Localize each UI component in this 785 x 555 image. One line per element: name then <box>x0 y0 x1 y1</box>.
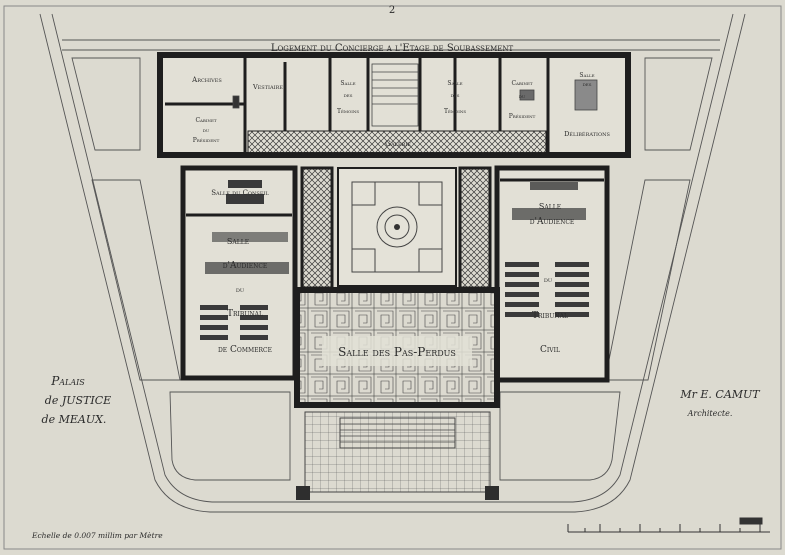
temoins-right-line3: Témoins <box>444 108 466 115</box>
room-vestiaire: Vestiaire <box>252 83 283 91</box>
galerie-floor <box>247 130 547 154</box>
temoins-left-line2: des <box>344 92 353 99</box>
pas-perdus-hall <box>294 287 500 408</box>
temoins-right-line1: Salle <box>447 80 462 87</box>
audience-commerce-line5: de Commerce <box>218 345 272 355</box>
deliberations-line3: Délibérations <box>564 130 610 138</box>
benches-right <box>505 182 589 317</box>
audience-civil-line4: Tribunal <box>532 311 568 321</box>
scale-bar <box>567 517 770 533</box>
cabinet-right-line2: du <box>519 93 526 100</box>
basement-note: Logement du Concierge a l'Etage de Souba… <box>271 43 514 54</box>
audience-commerce-line4: Tribunal <box>227 309 263 319</box>
title-line3: de MEAUX. <box>42 413 107 426</box>
cabinet-right-line3: Président <box>509 113 536 120</box>
title-line1: Palais <box>50 374 85 388</box>
temoins-right-line2: des <box>451 92 460 99</box>
room-archives: Archives <box>191 76 222 84</box>
architect-name: Mr E. CAMUT <box>679 388 761 401</box>
temoins-left-line3: Témoins <box>337 108 359 115</box>
audience-commerce-line2: d'Audience <box>223 261 268 271</box>
cabinet-left-line3: Président <box>193 137 220 144</box>
side-partitions <box>186 178 604 217</box>
front-steps <box>296 411 499 500</box>
audience-commerce-line3: du <box>236 286 244 294</box>
audience-civil-line2: d'Audience <box>530 217 575 227</box>
cabinet-left-line1: Cabinet <box>195 117 216 124</box>
title-line2: de JUSTICE <box>45 394 111 407</box>
galerie-label: Galerie <box>385 139 411 148</box>
temoins-left-line1: Salle <box>340 80 355 87</box>
benches-left <box>200 180 289 340</box>
cabinet-left-line2: du <box>203 127 210 134</box>
audience-commerce-line1: Salle <box>227 237 249 246</box>
architect-title: Architecte. <box>687 409 733 418</box>
pas-perdus-label: Salle des Pas-Perdus <box>338 345 456 359</box>
sheet-border <box>3 5 782 550</box>
salle-conseil-label: Salle du Conseil <box>211 189 269 197</box>
audience-civil-line1: Salle <box>539 202 561 211</box>
deliberations-line2: des <box>583 81 592 88</box>
corridors <box>300 166 492 290</box>
audience-civil-line5: Civil <box>540 345 560 355</box>
audience-civil-line3: du <box>544 276 552 284</box>
courtyard <box>337 167 457 287</box>
site-boundary <box>39 13 746 513</box>
page-number: 2 <box>389 5 395 16</box>
deliberations-line1: Salle <box>579 72 594 79</box>
cabinet-right-line1: Cabinet <box>511 80 532 87</box>
top-wing <box>157 52 631 158</box>
scale-caption: Echelle de 0.007 millim par Mètre <box>31 531 163 540</box>
